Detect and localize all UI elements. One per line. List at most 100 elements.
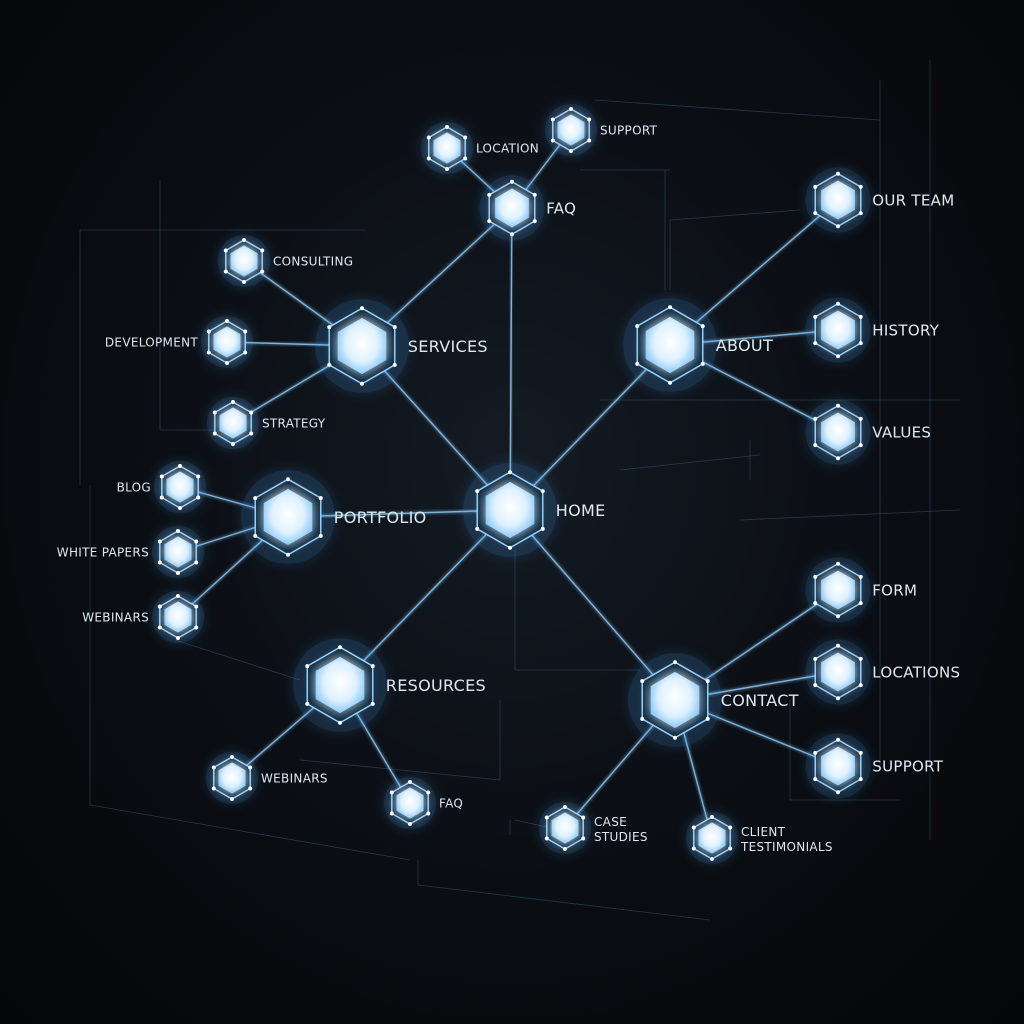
- vertex-dot: [392, 362, 397, 367]
- node-locations[interactable]: LOCATIONS: [805, 639, 961, 705]
- node-services[interactable]: SERVICES: [315, 299, 488, 393]
- circuit-line: [619, 454, 761, 471]
- vertex-dot: [836, 456, 840, 461]
- vertex-dot: [211, 765, 216, 770]
- node-support-right[interactable]: SUPPORT: [805, 733, 944, 799]
- vertex-dot: [813, 314, 818, 319]
- vertex-dot: [540, 526, 545, 531]
- vertex-dot: [858, 601, 863, 606]
- vertex-dot: [858, 416, 863, 421]
- node-development[interactable]: DEVELOPMENT: [105, 316, 253, 368]
- node-resources[interactable]: RESOURCES: [293, 638, 486, 732]
- node-consulting[interactable]: CONSULTING: [218, 235, 353, 287]
- vertex-dot: [858, 750, 863, 755]
- vertex-dot: [231, 400, 235, 404]
- vertex-dot: [813, 211, 818, 216]
- vertex-dot: [858, 777, 863, 782]
- vertex-dot: [508, 470, 512, 475]
- vertex-dot: [157, 560, 162, 565]
- vertex-dot: [858, 211, 863, 216]
- node-about[interactable]: ABOUT: [623, 298, 773, 392]
- vertex-dot: [510, 179, 514, 184]
- node-our-team[interactable]: OUR TEAM: [805, 167, 955, 233]
- vertex-dot: [212, 410, 217, 415]
- node-blog[interactable]: BLOG: [117, 461, 206, 513]
- node-history[interactable]: HISTORY: [805, 297, 940, 363]
- vertex-dot: [249, 410, 254, 415]
- vertex-dot: [242, 238, 246, 242]
- node-contact[interactable]: CONTACT: [628, 653, 799, 747]
- vertex-dot: [700, 361, 705, 366]
- vertex-dot: [858, 341, 863, 346]
- node-values[interactable]: VALUES: [805, 399, 932, 465]
- vertex-dot: [668, 380, 672, 385]
- vertex-dot: [426, 811, 431, 816]
- vertex-dot: [728, 846, 733, 851]
- vertex-dot: [463, 156, 468, 161]
- node-label: WEBINARS: [261, 771, 328, 785]
- vertex-dot: [327, 362, 332, 367]
- node-label: LOCATION: [476, 141, 539, 155]
- vertex-dot: [836, 614, 840, 619]
- node-form[interactable]: FORM: [805, 557, 918, 623]
- vertex-dot: [668, 305, 672, 310]
- vertex-dot: [836, 737, 840, 742]
- vertex-dot: [194, 560, 199, 565]
- hexagon-core-icon: [821, 746, 855, 786]
- vertex-dot: [691, 846, 696, 851]
- vertex-dot: [475, 489, 480, 494]
- vertex-dot: [223, 269, 228, 274]
- node-white-papers[interactable]: WHITE PAPERS: [57, 526, 204, 578]
- hexagon-core-icon: [821, 570, 855, 610]
- hexagon-core-icon: [821, 310, 855, 350]
- vertex-dot: [206, 350, 211, 355]
- vertex-dot: [360, 306, 364, 311]
- vertex-dot: [243, 329, 248, 334]
- vertex-dot: [813, 341, 818, 346]
- vertex-dot: [673, 660, 677, 665]
- node-strategy[interactable]: STRATEGY: [207, 397, 326, 449]
- vertex-dot: [540, 489, 545, 494]
- circuit-line: [89, 804, 411, 861]
- vertex-dot: [836, 696, 840, 701]
- vertex-dot: [318, 496, 323, 501]
- hexagon-core-icon: [698, 822, 726, 854]
- vertex-dot: [587, 138, 592, 143]
- vertex-dot: [858, 184, 863, 189]
- node-portfolio[interactable]: PORTFOLIO: [241, 470, 426, 564]
- node-faq-bottom[interactable]: FAQ: [384, 777, 463, 829]
- vertex-dot: [248, 786, 253, 791]
- node-home[interactable]: HOME: [463, 463, 605, 557]
- vertex-dot: [194, 539, 199, 544]
- vertex-dot: [223, 248, 228, 253]
- vertex-dot: [305, 664, 310, 669]
- node-location[interactable]: LOCATION: [421, 122, 539, 174]
- vertex-dot: [813, 443, 818, 448]
- vertex-dot: [176, 594, 180, 598]
- vertex-dot: [159, 495, 164, 500]
- node-label: HISTORY: [872, 321, 939, 339]
- node-label: WEBINARS: [82, 610, 149, 624]
- hexagon-core-icon: [821, 180, 855, 220]
- node-label: FAQ: [439, 796, 463, 810]
- node-webinars-left[interactable]: WEBINARS: [82, 591, 204, 643]
- vertex-dot: [243, 350, 248, 355]
- node-support-top[interactable]: SUPPORT: [545, 104, 658, 156]
- vertex-dot: [253, 533, 258, 538]
- vertex-dot: [196, 495, 201, 500]
- vertex-dot: [260, 269, 265, 274]
- vertex-dot: [691, 825, 696, 830]
- node-webinars-bottom[interactable]: WEBINARS: [206, 752, 328, 804]
- vertex-dot: [194, 604, 199, 609]
- vertex-dot: [286, 477, 290, 482]
- vertex-dot: [858, 683, 863, 688]
- vertex-dot: [176, 636, 180, 640]
- hexagon-core-icon: [213, 326, 241, 358]
- vertex-dot: [249, 431, 254, 436]
- vertex-dot: [463, 135, 468, 140]
- node-faq-top[interactable]: FAQ: [479, 175, 577, 241]
